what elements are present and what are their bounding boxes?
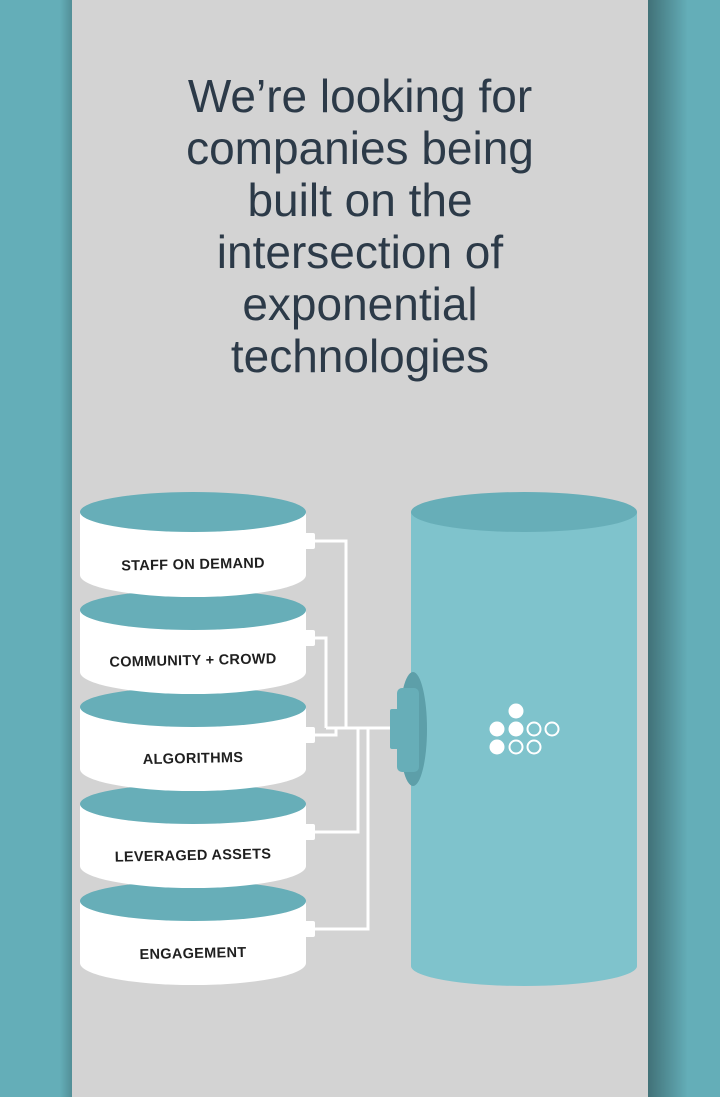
disk-body — [80, 610, 306, 694]
disk-port — [304, 921, 315, 937]
headline-line: exponential — [242, 278, 478, 330]
dot-grid-logo-icon — [489, 703, 560, 755]
disk-top — [80, 881, 306, 921]
logo-dot — [508, 703, 524, 719]
disk-label: ALGORITHMS — [143, 750, 244, 768]
logo-dot — [508, 721, 524, 737]
logo-dot-outline — [508, 739, 524, 755]
disk-port — [304, 727, 315, 743]
disk-body — [80, 901, 306, 985]
valve-body — [397, 688, 419, 772]
tank-cylinder — [411, 492, 637, 986]
disk-port — [304, 533, 315, 549]
disk-label: STAFF ON DEMAND — [121, 555, 265, 574]
disk-leveraged-assets: LEVERAGED ASSETS — [80, 784, 315, 888]
disk-label: COMMUNITY + CROWD — [109, 651, 276, 670]
disk-top — [80, 687, 306, 727]
disk-algorithms: ALGORITHMS — [80, 687, 315, 791]
logo-dot-outline — [526, 739, 542, 755]
logo-dot — [489, 739, 505, 755]
logo-dot-outline — [544, 721, 560, 737]
disk-engagement: ENGAGEMENT — [80, 881, 315, 985]
disk-top — [80, 492, 306, 532]
disk-label: LEVERAGED ASSETS — [115, 846, 272, 865]
wire-algorithms — [312, 728, 338, 737]
wire-staff-on-demand — [312, 539, 348, 728]
panel-shadow-left — [60, 0, 72, 1097]
logo-dot — [489, 721, 505, 737]
disk-body — [80, 707, 306, 791]
logo-dot-outline — [526, 721, 542, 737]
wire-engagement — [312, 728, 370, 931]
disk-body — [80, 512, 306, 597]
panel-shadow-right — [648, 0, 688, 1097]
disk-label: ENGAGEMENT — [139, 945, 246, 963]
tank-body — [411, 512, 637, 986]
tank-top — [411, 492, 637, 532]
disk-top — [80, 784, 306, 824]
headline-line: technologies — [230, 330, 490, 382]
tank-inlet-valve — [390, 672, 427, 786]
disk-top — [80, 590, 306, 630]
headline-line: We’re looking for — [187, 70, 533, 122]
valve-nozzle — [390, 709, 400, 749]
wire-leveraged-assets — [312, 728, 360, 834]
disk-staff-on-demand: STAFF ON DEMAND — [80, 492, 315, 597]
connector-wires — [312, 539, 392, 931]
wire-community-crowd — [312, 636, 328, 728]
disk-port — [304, 824, 315, 840]
headline: We’re looking for companies being built … — [72, 70, 648, 382]
disk-body — [80, 804, 306, 888]
headline-line: companies being — [186, 122, 534, 174]
disk-port — [304, 630, 315, 646]
headline-line: built on the — [247, 174, 473, 226]
headline-line: intersection of — [216, 226, 504, 278]
disk-community-crowd: COMMUNITY + CROWD — [80, 590, 315, 694]
